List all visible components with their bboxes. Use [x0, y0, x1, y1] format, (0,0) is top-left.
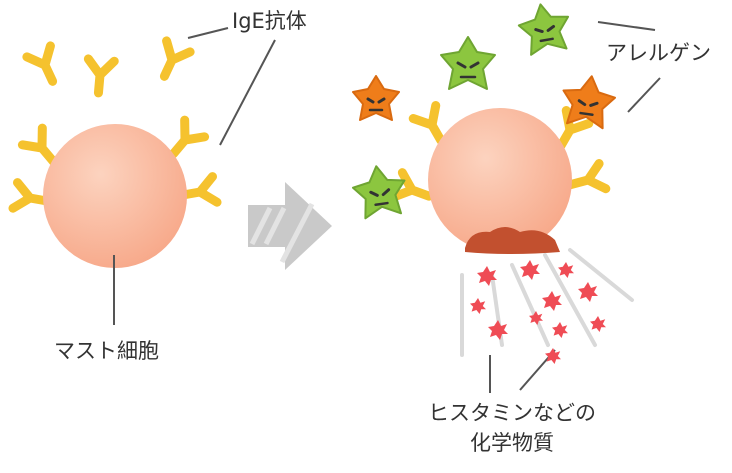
ige-antibody-icon — [27, 46, 65, 87]
mast-cell-label: マスト細胞 — [54, 339, 159, 363]
angry-star-icon — [517, 3, 570, 56]
angry-star-icon — [352, 75, 400, 121]
ige-antibody-label: IgE抗体 — [232, 9, 307, 33]
histamine-particle-icon — [529, 311, 543, 325]
mast-cell-left — [43, 124, 187, 268]
ige-antibody-icon — [153, 41, 191, 82]
ige-antibody-icon — [567, 164, 606, 198]
chemical-particles — [470, 260, 606, 364]
histamine-particle-icon — [470, 298, 486, 314]
leader-lines — [113, 21, 661, 393]
angry-star-icon — [440, 36, 496, 90]
allergen-label: アレルゲン — [606, 41, 711, 65]
angry-star-icon — [562, 75, 616, 130]
histamine-particle-icon — [542, 291, 562, 311]
angry-star-icon — [352, 165, 406, 220]
mast-cell-right — [428, 108, 572, 252]
histamine-label-line1: ヒスタミンなどの — [428, 401, 596, 425]
histamine-particle-icon — [590, 316, 606, 332]
histamine-particle-icon — [545, 348, 561, 364]
histamine-particle-icon — [552, 322, 568, 338]
granule-release-opening — [465, 227, 560, 254]
histamine-particle-icon — [578, 282, 598, 302]
histamine-particle-icon — [488, 320, 508, 340]
arrow-right-icon — [248, 182, 332, 270]
ige-antibody-icon — [85, 59, 114, 94]
histamine-particle-icon — [520, 260, 540, 280]
ige-antibody-icon — [393, 173, 433, 209]
histamine-particle-icon — [558, 262, 574, 278]
histamine-label-line2: 化学物質 — [470, 431, 554, 455]
